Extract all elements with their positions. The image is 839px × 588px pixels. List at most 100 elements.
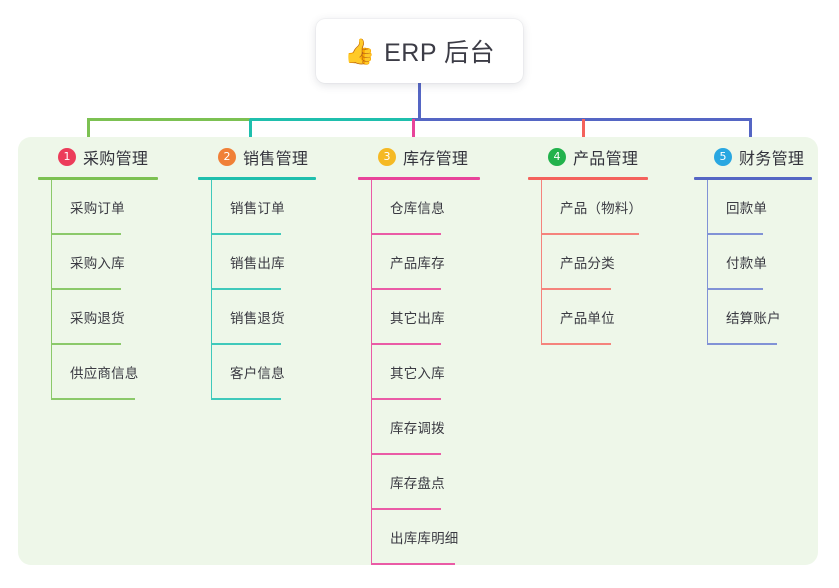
item-connector [211, 344, 213, 400]
menu-item-label: 产品库存 [390, 255, 445, 271]
menu-item-underline [541, 233, 639, 235]
menu-item-label: 采购退货 [70, 310, 125, 326]
menu-item-underline [51, 398, 135, 400]
menu-item[interactable]: 采购退货 [38, 289, 158, 345]
menu-item[interactable]: 付款单 [694, 234, 812, 290]
menu-item-underline [51, 233, 121, 235]
item-connector [51, 234, 53, 290]
item-connector [51, 179, 53, 235]
menu-item[interactable]: 仓库信息 [358, 179, 480, 235]
menu-item[interactable]: 回款单 [694, 179, 812, 235]
category-column-1: 1 采购管理采购订单采购入库采购退货供应商信息 [38, 144, 158, 400]
menu-item-label: 产品分类 [560, 255, 615, 271]
menu-item-underline [371, 288, 441, 290]
root-node[interactable]: 👍 ERP 后台 [316, 19, 523, 83]
item-connector [211, 179, 213, 235]
menu-item[interactable]: 采购订单 [38, 179, 158, 235]
menu-item[interactable]: 销售退货 [198, 289, 316, 345]
menu-item[interactable]: 销售出库 [198, 234, 316, 290]
item-connector [371, 344, 373, 400]
thumbs-up-icon: 👍 [343, 37, 376, 66]
menu-item-underline [541, 343, 611, 345]
menu-item-label: 仓库信息 [390, 200, 445, 216]
menu-item[interactable]: 出库库明细 [358, 509, 480, 565]
menu-item-underline [707, 288, 763, 290]
menu-item-underline [211, 288, 281, 290]
menu-item-label: 产品单位 [560, 310, 615, 326]
item-connector [541, 179, 543, 235]
item-connector [541, 289, 543, 345]
category-underline-4 [528, 177, 648, 180]
category-underline-1 [38, 177, 158, 180]
category-badge-5: 5 [714, 148, 732, 166]
root-title: ERP 后台 [384, 39, 496, 67]
menu-item[interactable]: 客户信息 [198, 344, 316, 400]
menu-item[interactable]: 产品库存 [358, 234, 480, 290]
category-badge-4: 4 [548, 148, 566, 166]
menu-item[interactable]: 采购入库 [38, 234, 158, 290]
menu-item-label: 销售订单 [230, 200, 285, 216]
category-items-1: 采购订单采购入库采购退货供应商信息 [38, 179, 158, 400]
menu-item-underline [371, 563, 455, 565]
item-connector [371, 234, 373, 290]
category-items-5: 回款单付款单结算账户 [694, 179, 812, 345]
item-connector [371, 399, 373, 455]
category-title-4: 产品管理 [573, 151, 639, 168]
item-connector [211, 234, 213, 290]
category-items-2: 销售订单销售出库销售退货客户信息 [198, 179, 316, 400]
menu-item-underline [371, 233, 441, 235]
menu-item-label: 销售出库 [230, 255, 285, 271]
item-connector [371, 289, 373, 345]
item-connector [371, 454, 373, 510]
item-connector [211, 289, 213, 345]
menu-item-label: 结算账户 [726, 310, 781, 326]
menu-item-label: 其它出库 [390, 310, 445, 326]
menu-item-underline [51, 343, 121, 345]
category-badge-1: 1 [58, 148, 76, 166]
menu-item[interactable]: 库存盘点 [358, 454, 480, 510]
menu-item-label: 库存调拨 [390, 420, 445, 436]
category-underline-2 [198, 177, 316, 180]
menu-item-underline [211, 398, 281, 400]
category-badge-3: 3 [378, 148, 396, 166]
item-connector [707, 289, 709, 345]
menu-item-underline [51, 288, 121, 290]
category-title-1: 采购管理 [83, 151, 149, 168]
menu-item[interactable]: 供应商信息 [38, 344, 158, 400]
menu-item[interactable]: 销售订单 [198, 179, 316, 235]
menu-item-label: 销售退货 [230, 310, 285, 326]
menu-item-label: 采购订单 [70, 200, 125, 216]
menu-item-underline [211, 343, 281, 345]
menu-item-label: 采购入库 [70, 255, 125, 271]
menu-item-label: 客户信息 [230, 365, 285, 381]
category-badge-2: 2 [218, 148, 236, 166]
category-column-4: 4 产品管理产品（物料） 产品分类产品单位 [528, 144, 648, 345]
diagram-panel [18, 137, 818, 565]
menu-item-label: 其它入库 [390, 365, 445, 381]
menu-item-underline [541, 288, 611, 290]
menu-item-label: 回款单 [726, 200, 768, 216]
category-header-4[interactable]: 4 产品管理 [528, 144, 648, 170]
category-items-3: 仓库信息产品库存其它出库其它入库库存调拨库存盘点出库库明细 [358, 179, 480, 565]
menu-item[interactable]: 产品（物料） [528, 179, 648, 235]
menu-item-underline [211, 233, 281, 235]
menu-item[interactable]: 其它入库 [358, 344, 480, 400]
menu-item-underline [371, 508, 441, 510]
menu-item[interactable]: 库存调拨 [358, 399, 480, 455]
menu-item[interactable]: 其它出库 [358, 289, 480, 345]
category-header-1[interactable]: 1 采购管理 [38, 144, 158, 170]
menu-item[interactable]: 产品分类 [528, 234, 648, 290]
menu-item[interactable]: 结算账户 [694, 289, 812, 345]
menu-item-underline [371, 453, 441, 455]
menu-item-underline [707, 233, 763, 235]
menu-item-label: 供应商信息 [70, 365, 139, 381]
category-underline-3 [358, 177, 480, 180]
item-connector [371, 179, 373, 235]
menu-item[interactable]: 产品单位 [528, 289, 648, 345]
